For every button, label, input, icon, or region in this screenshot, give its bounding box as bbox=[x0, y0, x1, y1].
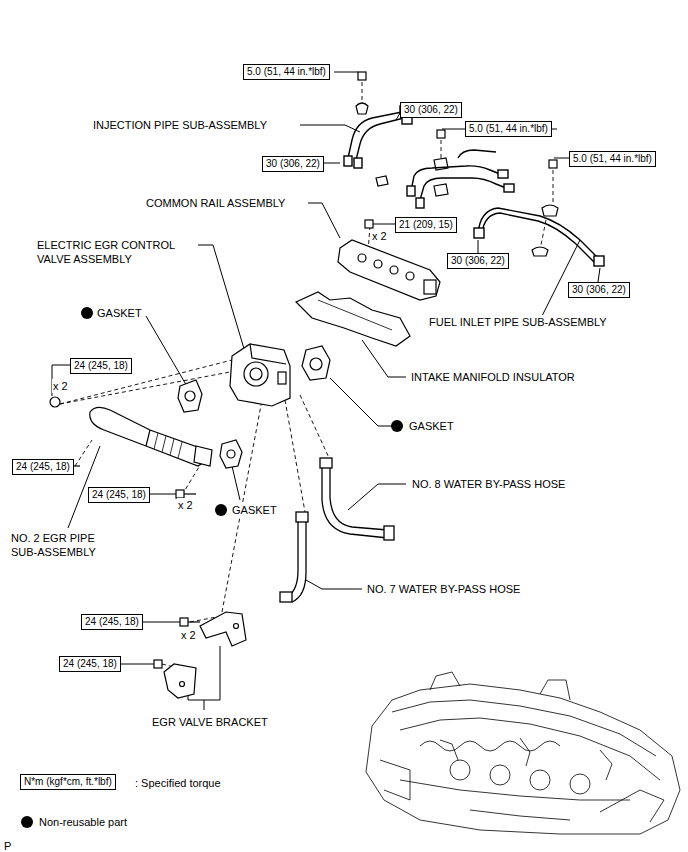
legend-text: : Specified torque bbox=[134, 776, 222, 790]
part-label: FUEL INLET PIPE SUB-ASSEMBLY bbox=[428, 315, 608, 329]
torque-value: 21 (209, 15) bbox=[396, 218, 456, 232]
torque-value: 24 (245, 18) bbox=[60, 657, 120, 671]
common-rail bbox=[338, 240, 440, 300]
part-label: x 2 bbox=[371, 229, 388, 243]
torque-box: 24 (245, 18) bbox=[59, 656, 121, 672]
torque-value: 24 (245, 18) bbox=[71, 359, 131, 373]
torque-box: 24 (245, 18) bbox=[12, 459, 74, 475]
torque-box: N*m (kgf*cm, ft.*lbf) bbox=[20, 774, 116, 790]
torque-box: 30 (306, 22) bbox=[568, 282, 630, 298]
leader-lines bbox=[52, 72, 600, 710]
part-label: ELECTRIC EGR CONTROL VALVE ASSEMBLY bbox=[36, 238, 190, 266]
water-hoses bbox=[280, 458, 394, 602]
torque-box: 5.0 (51, 44 in.*lbf) bbox=[243, 64, 330, 80]
gaskets bbox=[178, 346, 330, 468]
torque-box: 24 (245, 18) bbox=[81, 614, 143, 630]
part-label: EGR VALVE BRACKET bbox=[151, 715, 269, 729]
engine-sketch bbox=[366, 672, 680, 834]
non-reusable-dots bbox=[21, 307, 403, 828]
part-label: GASKET bbox=[231, 503, 278, 517]
torque-value: 30 (306, 22) bbox=[401, 103, 461, 117]
part-label: INTAKE MANIFOLD INSULATOR bbox=[410, 370, 576, 384]
part-label: P bbox=[3, 839, 12, 852]
torque-box: 30 (306, 22) bbox=[262, 156, 324, 172]
part-label: GASKET bbox=[96, 306, 143, 320]
torque-box: 30 (306, 22) bbox=[400, 102, 462, 118]
torque-box: 30 (306, 22) bbox=[447, 253, 509, 269]
torque-value: N*m (kgf*cm, ft.*lbf) bbox=[21, 775, 115, 789]
part-label: NO. 2 EGR PIPE SUB-ASSEMBLY bbox=[10, 531, 112, 559]
part-label: INJECTION PIPE SUB-ASSEMBLY bbox=[92, 118, 268, 132]
torque-box: 21 (209, 15) bbox=[395, 217, 457, 233]
part-label: x 2 bbox=[180, 628, 197, 642]
torque-box: 24 (245, 18) bbox=[70, 358, 132, 374]
part-label: GASKET bbox=[408, 419, 455, 433]
part-label: x 2 bbox=[177, 498, 194, 512]
legend-text: Non-reusable part bbox=[38, 815, 128, 829]
torque-value: 24 (245, 18) bbox=[89, 488, 149, 502]
part-label: NO. 7 WATER BY-PASS HOSE bbox=[366, 582, 521, 596]
torque-box: 24 (245, 18) bbox=[88, 487, 150, 503]
insulator bbox=[296, 292, 410, 346]
part-label: COMMON RAIL ASSEMBLY bbox=[145, 196, 286, 210]
torque-value: 30 (306, 22) bbox=[448, 254, 508, 268]
torque-value: 5.0 (51, 44 in.*lbf) bbox=[244, 65, 329, 79]
torque-value: 30 (306, 22) bbox=[569, 283, 629, 297]
egr-valve bbox=[230, 344, 290, 406]
torque-box: 5.0 (51, 44 in.*lbf) bbox=[569, 151, 656, 167]
torque-value: 5.0 (51, 44 in.*lbf) bbox=[466, 122, 551, 136]
torque-value: 24 (245, 18) bbox=[13, 460, 73, 474]
part-label: x 2 bbox=[52, 379, 69, 393]
egr-pipe bbox=[90, 407, 212, 466]
torque-value: 30 (306, 22) bbox=[263, 157, 323, 171]
torque-value: 24 (245, 18) bbox=[82, 615, 142, 629]
torque-box: 5.0 (51, 44 in.*lbf) bbox=[465, 121, 552, 137]
torque-value: 5.0 (51, 44 in.*lbf) bbox=[570, 152, 655, 166]
part-label: NO. 8 WATER BY-PASS HOSE bbox=[411, 477, 566, 491]
egr-brackets bbox=[164, 612, 246, 698]
